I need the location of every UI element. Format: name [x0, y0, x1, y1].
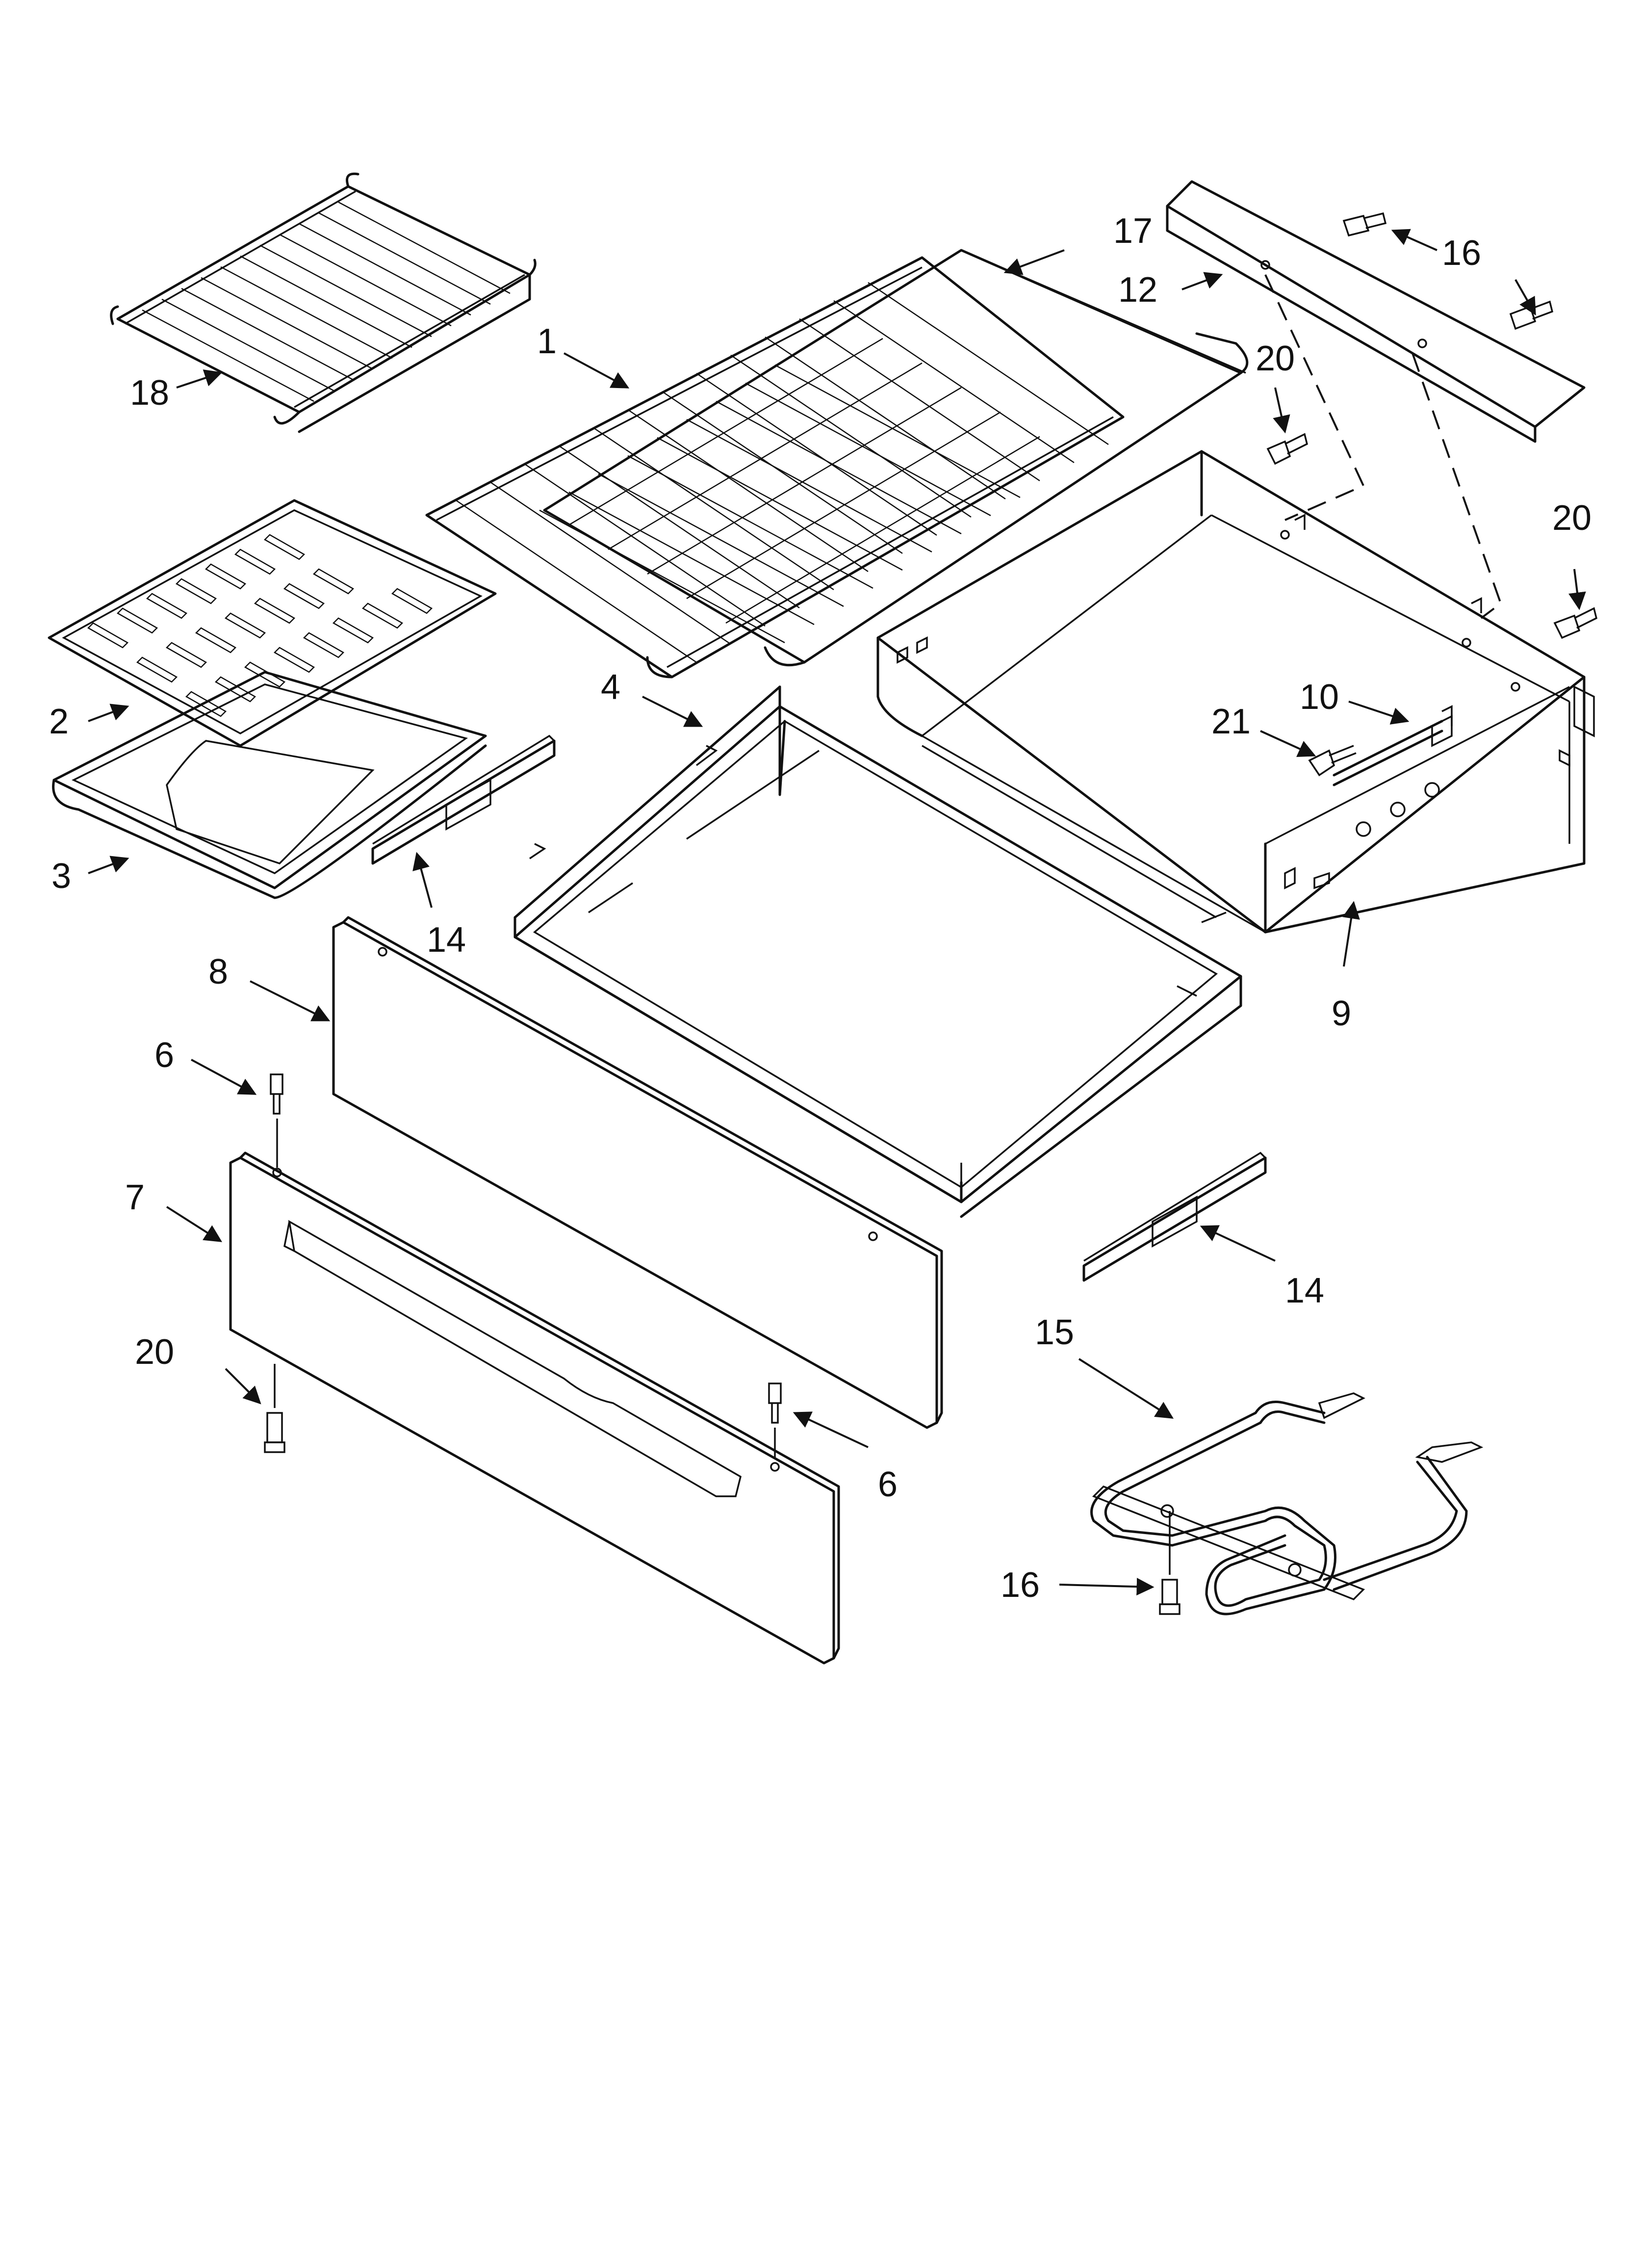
- part-15-heating-element: [1090, 1392, 1484, 1616]
- callout-labels: 1 2 3 4 6 6 7 8 9 10 12 14 14 15 16 16 1…: [49, 211, 1591, 1605]
- callout-20c: 20: [135, 1332, 174, 1372]
- callout-16b: 16: [1001, 1565, 1040, 1605]
- callout-7: 7: [125, 1178, 145, 1217]
- screw-20-a: [1266, 433, 1308, 465]
- part-9-drawer-housing: [876, 450, 1595, 934]
- leader-arrows: [88, 229, 1586, 1596]
- callout-1: 1: [537, 322, 557, 361]
- part-7-drawer-panel: [229, 1151, 840, 1665]
- part-21-screw: [1308, 745, 1357, 777]
- screw-16-a: [1342, 212, 1387, 237]
- part-17-oven-rack: [539, 249, 1249, 667]
- callout-17: 17: [1113, 211, 1153, 251]
- dashed-leader-12a: [1264, 274, 1365, 521]
- screw-20-c: [264, 1412, 285, 1453]
- callout-14b: 14: [1285, 1271, 1324, 1310]
- callout-18: 18: [130, 373, 169, 413]
- callout-12: 12: [1118, 270, 1157, 310]
- screw-6-b: [768, 1382, 782, 1424]
- part-8-drawer-front: [332, 916, 943, 1429]
- callout-3: 3: [51, 857, 71, 896]
- part-3-broiler-pan: [52, 671, 487, 899]
- part-14-slide-left: [371, 734, 556, 865]
- callout-20a: 20: [1256, 339, 1295, 378]
- part-10-sensor: [1333, 705, 1453, 786]
- screw-6-a: [270, 1073, 283, 1115]
- callout-10: 10: [1300, 678, 1339, 717]
- screw-20-b: [1553, 607, 1598, 639]
- callout-15: 15: [1035, 1313, 1074, 1352]
- part-2-broiler-grid: [48, 499, 497, 747]
- callout-8: 8: [208, 952, 228, 991]
- callout-9: 9: [1332, 994, 1351, 1033]
- callout-21: 21: [1211, 702, 1251, 741]
- callout-2: 2: [49, 702, 69, 741]
- callout-16a: 16: [1442, 234, 1481, 273]
- part-4-drawer: [513, 685, 1242, 1218]
- callout-20b: 20: [1552, 498, 1591, 538]
- dashed-leader-12b: [1411, 353, 1502, 619]
- callout-4: 4: [601, 668, 620, 707]
- part-14-slide-right: [1082, 1151, 1267, 1282]
- callout-14a: 14: [427, 920, 466, 960]
- part-12-rail: [1166, 180, 1586, 443]
- part-18-broil-rack: [110, 172, 537, 433]
- callout-6a: 6: [154, 1036, 174, 1075]
- screw-16-c: [1159, 1579, 1180, 1615]
- callout-6b: 6: [878, 1465, 898, 1504]
